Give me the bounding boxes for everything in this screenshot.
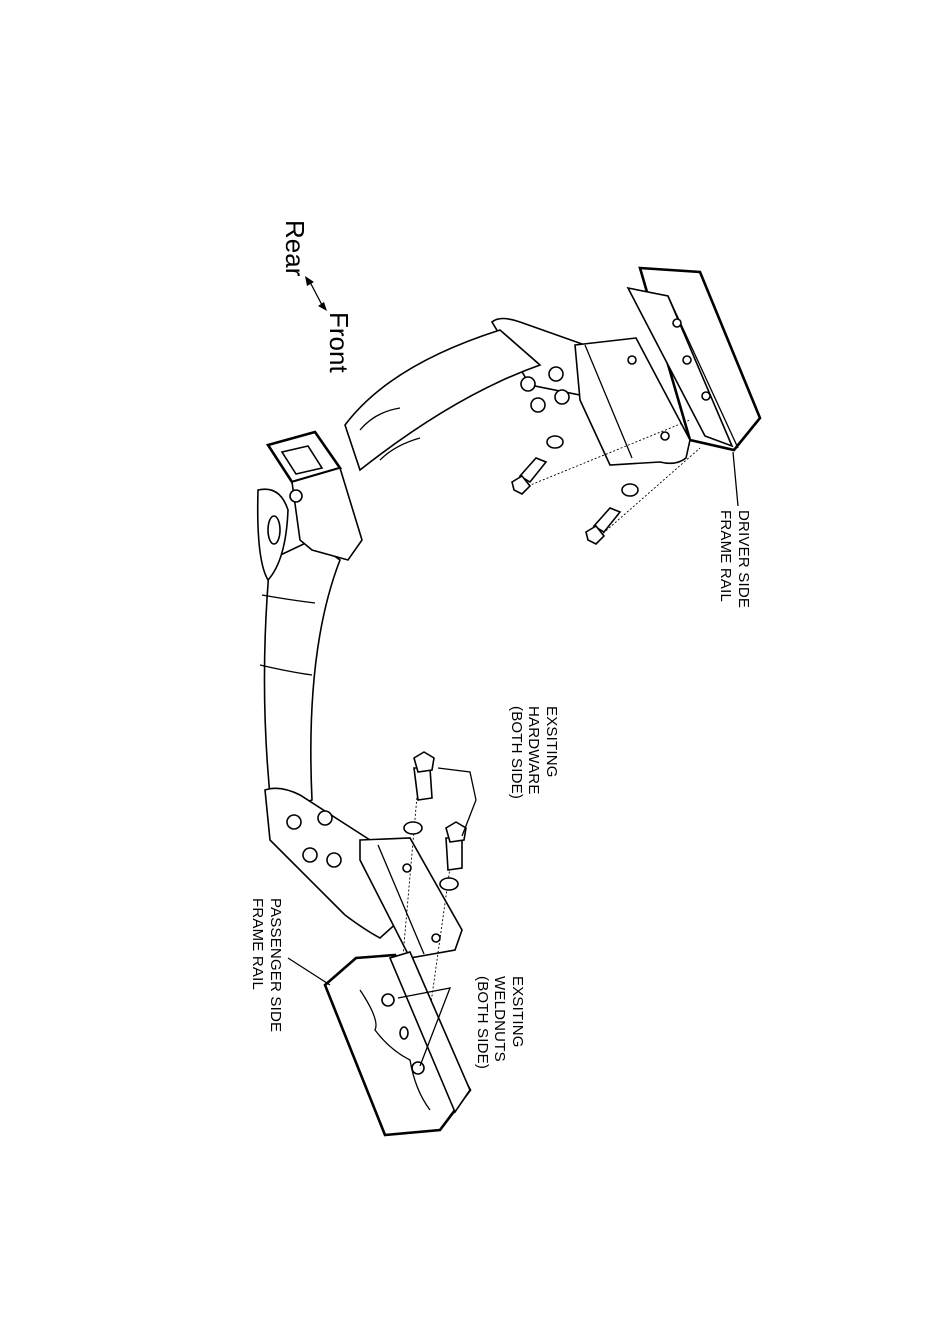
passenger-side-frame-rail	[325, 952, 470, 1135]
passenger-side-leader	[288, 958, 330, 985]
passenger-side-bracket	[265, 788, 462, 958]
driver-side-frame-rail-label: DRIVER SIDE FRAME RAIL	[717, 510, 752, 608]
hitch-crossbar-tube	[260, 330, 540, 815]
driver-side-leader	[733, 452, 738, 506]
passenger-side-frame-rail-label: PASSENGER SIDE FRAME RAIL	[249, 898, 284, 1032]
existing-hardware-label: EXSITING HARDWARE (BOTH SIDE)	[507, 706, 560, 799]
rear-label: Rear	[279, 220, 310, 276]
existing-weldnuts-label: EXSITING WELDNUTS (BOTH SIDE)	[473, 976, 526, 1069]
direction-arrow	[305, 276, 327, 311]
front-label: Front	[323, 312, 354, 373]
